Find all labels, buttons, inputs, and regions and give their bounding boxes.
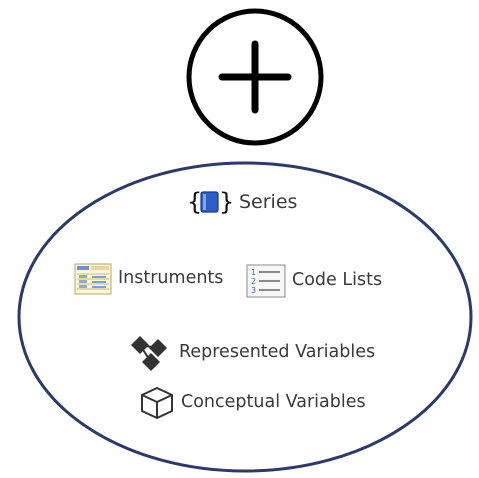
cube-outline-icon (139, 385, 175, 421)
svg-text:2: 2 (251, 277, 256, 286)
code-lists-item: 1 2 3 Code Lists (246, 264, 382, 298)
instruments-label: Instruments (118, 268, 224, 289)
series-item: { } Series (187, 187, 297, 217)
svg-text:1: 1 (251, 268, 256, 277)
conceptual-variables-label: Conceptual Variables (181, 392, 366, 413)
book-braces-icon: { } (187, 187, 233, 217)
form-table-icon (74, 263, 112, 295)
code-lists-label: Code Lists (292, 270, 383, 291)
numbered-list-icon: 1 2 3 (246, 264, 286, 298)
conceptual-variables-item: Conceptual Variables (139, 385, 366, 421)
add-symbol (185, 7, 325, 147)
svg-text:}: } (219, 188, 233, 216)
variables-ellipse (16, 160, 474, 474)
instruments-item: Instruments (74, 263, 223, 295)
represented-variables-item: Represented Variables (129, 333, 375, 373)
svg-text:3: 3 (251, 286, 256, 295)
plus-circle-icon (186, 8, 324, 146)
linked-diamonds-icon (129, 333, 173, 373)
svg-text:{: { (187, 188, 202, 216)
series-label: Series (239, 190, 298, 213)
represented-variables-label: Represented Variables (179, 342, 376, 363)
